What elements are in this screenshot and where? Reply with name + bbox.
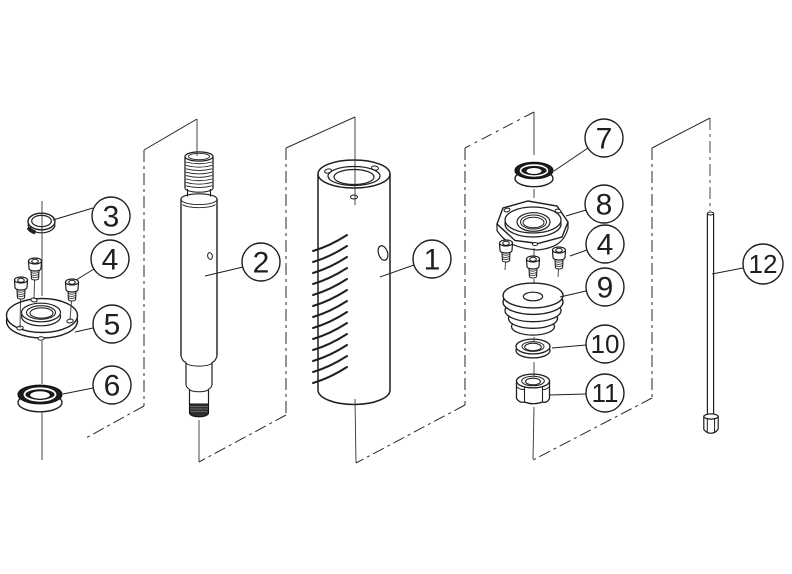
balloon-10-label: 10 xyxy=(591,329,620,359)
balloon-11-label: 11 xyxy=(592,378,619,408)
balloon-3-label: 3 xyxy=(103,201,120,234)
balloon-7[interactable]: 7 xyxy=(584,118,624,158)
part-9-piston-cap xyxy=(502,282,564,336)
balloon-2[interactable]: 2 xyxy=(241,242,281,282)
balloon-3[interactable]: 3 xyxy=(91,196,131,236)
balloon-4-left[interactable]: 4 xyxy=(90,239,130,279)
balloon-12[interactable]: 12 xyxy=(742,243,784,285)
balloon-4-left-label: 4 xyxy=(102,244,119,277)
balloon-5-label: 5 xyxy=(104,309,121,342)
balloon-8[interactable]: 8 xyxy=(584,184,624,224)
part-3-retaining-ring xyxy=(26,212,56,235)
balloon-5[interactable]: 5 xyxy=(92,304,132,344)
balloon-1-label: 1 xyxy=(424,244,441,277)
part-10-washer xyxy=(515,338,551,359)
phantom-plane-2 xyxy=(198,116,356,463)
phantom-plane-3 xyxy=(355,111,535,464)
balloon-1[interactable]: 1 xyxy=(412,239,452,279)
balloon-10[interactable]: 10 xyxy=(585,324,625,364)
leader-lines xyxy=(52,147,744,396)
balloon-7-label: 7 xyxy=(596,123,613,156)
balloon-4-right[interactable]: 4 xyxy=(585,224,625,264)
balloon-8-label: 8 xyxy=(596,189,613,222)
part-4-screws-left xyxy=(13,257,80,302)
cylinder-serrations xyxy=(312,234,348,384)
balloon-4-right-label: 4 xyxy=(597,229,614,262)
part-5-flange xyxy=(5,297,79,341)
part-8-bearing-plate xyxy=(496,200,569,251)
part-2-shaft xyxy=(180,151,218,418)
part-11-hex-nut xyxy=(515,373,551,405)
balloon-2-label: 2 xyxy=(253,247,270,280)
phantom-plane-1 xyxy=(85,118,198,439)
balloon-12-label: 12 xyxy=(749,249,778,279)
balloon-9[interactable]: 9 xyxy=(585,267,625,307)
part-1-cylinder xyxy=(312,159,391,406)
phantom-planes xyxy=(85,111,711,464)
phantom-plane-4 xyxy=(532,117,711,461)
balloon-11[interactable]: 11 xyxy=(585,373,625,413)
balloon-9-label: 9 xyxy=(597,272,614,305)
balloon-6-label: 6 xyxy=(104,370,121,403)
balloons: 1 2 3 4 5 6 7 8 xyxy=(90,118,784,413)
part-7-bearing xyxy=(514,161,554,188)
part-6-bearing xyxy=(17,384,63,413)
center-lines xyxy=(19,112,711,464)
balloon-6[interactable]: 6 xyxy=(92,365,132,405)
part-12-rod xyxy=(703,211,719,434)
